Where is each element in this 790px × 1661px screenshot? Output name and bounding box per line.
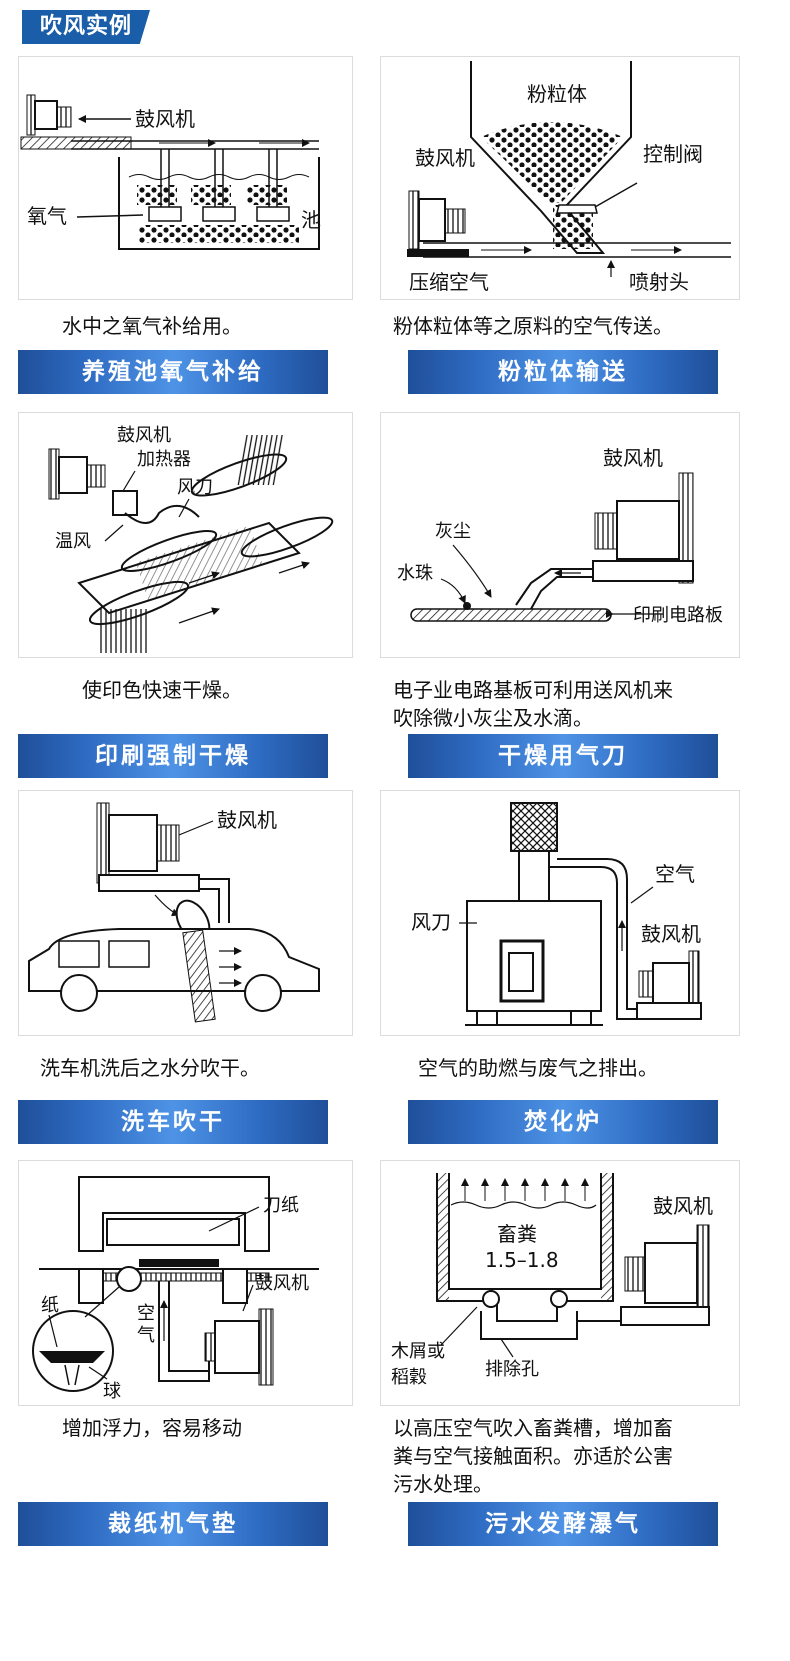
banner-air-knife: 干燥用气刀 (408, 734, 718, 778)
label-compressed-air: 压缩空气 (409, 270, 489, 294)
panel-car-wash: 鼓风机 (18, 790, 353, 1036)
caption-paper-cutter: 增加浮力，容易移动 (62, 1416, 242, 1440)
label-drain: 排除孔 (485, 1359, 539, 1380)
caption-car-wash: 洗车机洗后之水分吹干。 (40, 1056, 260, 1080)
banner-print-drying: 印刷强制干燥 (18, 734, 328, 778)
aeration-diagram: 畜粪 1.5–1.8 鼓风机 木屑或 稻穀 排除孔 (391, 1173, 713, 1388)
label-blade: 刀纸 (263, 1195, 299, 1216)
panel-powder-conveying: 粉粒体 鼓风机 控制阀 压缩空气 喷射头 (380, 56, 740, 300)
caption-air-knife-2: 吹除微小灰尘及水滴。 (393, 706, 593, 730)
blower-icon (204, 1308, 274, 1386)
paper-cutter-diagram: 刀纸 空 气 鼓风机 纸 球 (32, 1176, 319, 1402)
caption-air-knife-1: 电子业电路基板可利用送风机来 (393, 678, 673, 702)
label-heater: 加热器 (137, 449, 191, 470)
label-blower: 鼓风机 (135, 107, 195, 131)
aerators (148, 149, 290, 222)
air-knife-diagram: 鼓风机 灰尘 水珠 印刷电路板 (397, 446, 723, 626)
blower-icon (592, 472, 694, 584)
caption-powder-conveying: 粉体粒体等之原料的空气传送。 (393, 314, 673, 338)
caption-fish-pond: 水中之氧气补给用。 (62, 314, 242, 338)
label-manure: 畜粪 (497, 1222, 537, 1246)
label-sawdust-1: 木屑或 (391, 1341, 445, 1362)
banner-aeration: 污水发酵瀑气 (408, 1502, 718, 1546)
label-dust: 灰尘 (435, 521, 471, 542)
powder-diagram: 粉粒体 鼓风机 控制阀 压缩空气 喷射头 (407, 61, 731, 294)
print-drying-diagram: 鼓风机 加热器 风刀 温风 (48, 425, 334, 653)
label-powder: 粉粒体 (527, 82, 587, 106)
label-blower: 鼓风机 (117, 425, 171, 446)
blower-icon (620, 1224, 710, 1326)
caption-aeration-1: 以高压空气吹入畜粪槽，增加畜 (393, 1416, 673, 1440)
banner-car-wash: 洗车吹干 (18, 1100, 328, 1144)
label-sawdust-2: 稻穀 (391, 1367, 427, 1388)
blower-icon (407, 190, 469, 257)
car-wash-diagram: 鼓风机 (28, 802, 320, 1023)
banner-paper-cutter: 裁纸机气垫 (18, 1502, 328, 1546)
label-air-knife: 风刀 (177, 477, 213, 498)
label-ball: 球 (103, 1381, 121, 1402)
label-nozzle: 喷射头 (629, 270, 689, 294)
section-header: 吹风实例 (22, 10, 150, 44)
panel-aeration: 畜粪 1.5–1.8 鼓风机 木屑或 稻穀 排除孔 (380, 1160, 740, 1406)
caption-aeration-2: 粪与空气接触面积。亦适於公害 (393, 1444, 673, 1468)
caption-print-drying: 使印色快速干燥。 (82, 678, 242, 702)
banner-incinerator: 焚化炉 (408, 1100, 718, 1144)
panel-incinerator: 风刀 空气 鼓风机 (380, 790, 740, 1036)
panel-print-drying: 鼓风机 加热器 风刀 温风 (18, 412, 353, 658)
label-air-2: 气 (137, 1325, 155, 1346)
label-blower: 鼓风机 (653, 1194, 713, 1218)
label-blower: 鼓风机 (603, 446, 663, 470)
label-warm-air: 温风 (55, 531, 91, 552)
caption-incinerator: 空气的助燃与废气之排出。 (418, 1056, 658, 1080)
panel-paper-cutter: 刀纸 空 气 鼓风机 纸 球 (18, 1160, 353, 1406)
caption-aeration-3: 污水处理。 (393, 1472, 493, 1496)
panel-fish-pond: 鼓风机 氧气 池 (18, 56, 353, 300)
blower-icon (96, 802, 200, 892)
label-blower: 鼓风机 (415, 146, 475, 170)
label-air: 空气 (655, 862, 695, 886)
blower-icon (636, 950, 702, 1020)
label-droplet: 水珠 (397, 563, 433, 584)
label-valve: 控制阀 (643, 142, 703, 166)
panel-air-knife: 鼓风机 灰尘 水珠 印刷电路板 (380, 412, 740, 658)
label-blower: 鼓风机 (217, 808, 277, 832)
label-oxygen: 氧气 (27, 204, 67, 228)
label-pool: 池 (301, 208, 321, 232)
incinerator-diagram: 风刀 空气 鼓风机 (411, 802, 702, 1026)
label-paper: 纸 (41, 1295, 59, 1316)
blower-icon (48, 448, 106, 500)
label-ratio: 1.5–1.8 (485, 1248, 559, 1272)
label-blower: 鼓风机 (255, 1273, 309, 1294)
label-pcb: 印刷电路板 (633, 605, 723, 626)
blower-icon (26, 94, 72, 136)
fish-pond-diagram: 鼓风机 氧气 池 (20, 94, 321, 250)
label-blower: 鼓风机 (641, 922, 701, 946)
label-air-1: 空 (137, 1303, 155, 1324)
banner-powder-conveying: 粉粒体输送 (408, 350, 718, 394)
banner-fish-pond: 养殖池氧气补给 (18, 350, 328, 394)
label-air-knife: 风刀 (411, 910, 451, 934)
